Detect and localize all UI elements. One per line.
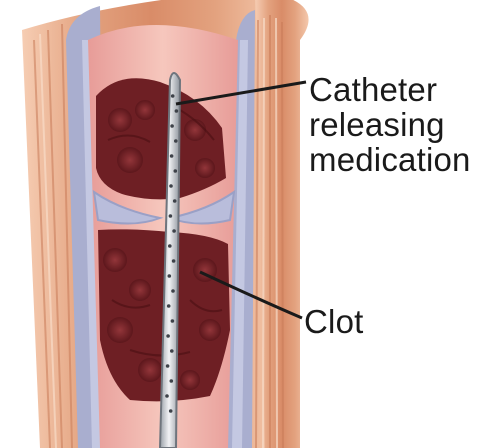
catheter-hole: [169, 409, 173, 413]
catheter-hole: [166, 334, 170, 338]
catheter-hole: [174, 139, 178, 143]
catheter-hole: [173, 199, 177, 203]
catheter-label-line3: medication: [309, 142, 471, 177]
catheter-hole: [174, 169, 178, 173]
catheter-hole: [167, 304, 171, 308]
catheter-hole: [169, 214, 173, 218]
catheter-hole: [165, 394, 169, 398]
catheter-hole: [166, 364, 170, 368]
catheter-hole: [169, 184, 173, 188]
catheter-hole: [172, 259, 176, 263]
catheter-hole: [172, 229, 176, 233]
catheter-hole: [171, 289, 175, 293]
catheter-hole: [170, 349, 174, 353]
catheter-label: Catheter releasing medication: [309, 72, 471, 177]
catheter-label-line2: releasing: [309, 107, 471, 142]
catheter-hole: [171, 94, 175, 98]
catheter-hole: [171, 319, 175, 323]
catheter-hole: [168, 274, 172, 278]
catheter-hole: [170, 124, 174, 128]
catheter-hole: [170, 379, 174, 383]
catheter-hole: [168, 244, 172, 248]
catheter-label-line1: Catheter: [309, 72, 471, 107]
catheter-hole: [175, 109, 179, 113]
catheter-hole: [170, 154, 174, 158]
clot-label: Clot: [304, 304, 364, 339]
